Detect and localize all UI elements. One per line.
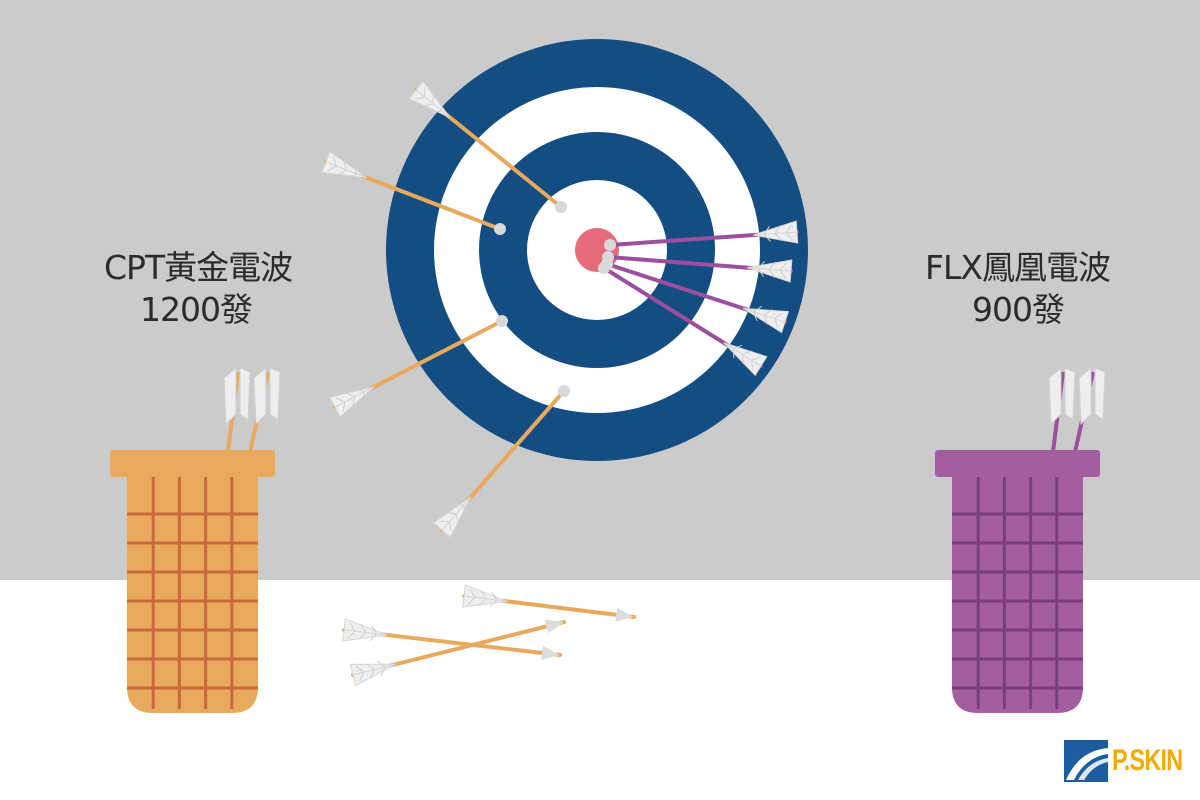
orange-arrow-stuck-1 bbox=[408, 80, 567, 213]
floor-arrow-2 bbox=[342, 618, 562, 660]
purple-arrow-stuck-1 bbox=[604, 220, 799, 251]
right-quiver bbox=[935, 366, 1106, 713]
floor-arrow-3 bbox=[349, 619, 566, 687]
purple-arrow-stuck-2 bbox=[602, 251, 793, 283]
target bbox=[386, 39, 808, 461]
left-quiver-title: CPT黃金電波 bbox=[104, 248, 293, 287]
right-quiver-count: 900發 bbox=[972, 290, 1065, 329]
purple-arrow-stuck-4 bbox=[598, 262, 768, 377]
orange-arrow-stuck-2 bbox=[321, 150, 506, 235]
brand-logo-mark bbox=[1064, 740, 1108, 782]
quiver-body bbox=[127, 477, 258, 713]
quiver-weave bbox=[952, 477, 1083, 709]
orange-arrow-stuck-3 bbox=[329, 315, 508, 418]
quiver-weave bbox=[127, 477, 258, 709]
quiver-arrow bbox=[223, 366, 281, 453]
quiver-body bbox=[952, 477, 1083, 713]
floor-arrow-1 bbox=[462, 584, 636, 622]
left-quiver bbox=[110, 366, 281, 713]
orange-arrow-stuck-4 bbox=[432, 385, 570, 539]
brand-logo-text: P.SKIN bbox=[1112, 744, 1183, 777]
floor-arrows bbox=[342, 584, 636, 687]
stuck-arrows bbox=[321, 80, 799, 539]
left-quiver-count: 1200發 bbox=[140, 290, 253, 329]
quiver-arrow bbox=[1048, 366, 1106, 453]
quiver-rim bbox=[110, 450, 275, 477]
right-quiver-title: FLX鳳凰電波 bbox=[925, 248, 1111, 287]
quiver-rim bbox=[935, 450, 1100, 477]
